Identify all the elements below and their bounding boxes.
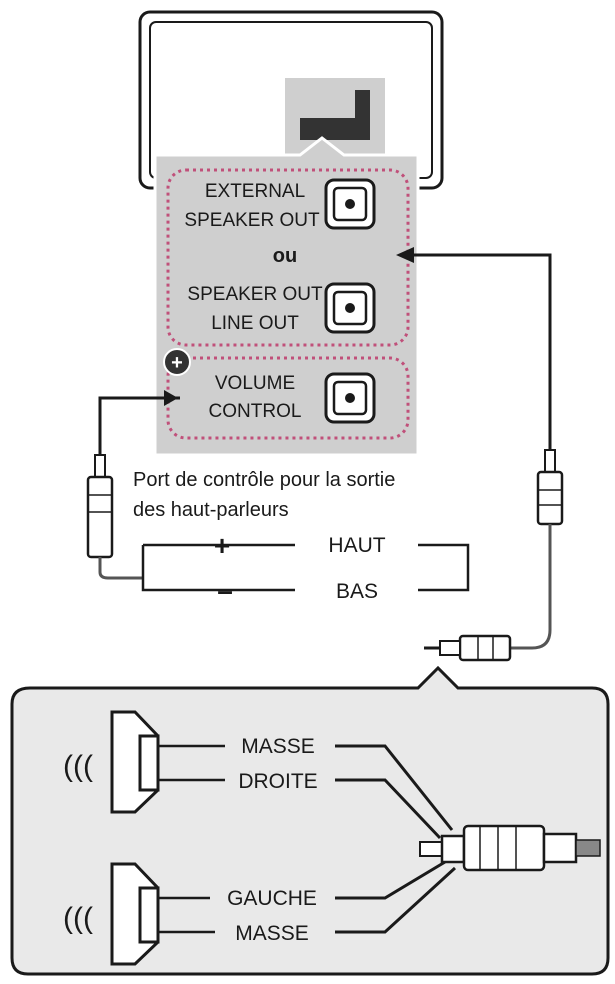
ground-bottom-label: MASSE <box>235 922 309 945</box>
speaker-wires <box>158 744 457 934</box>
control-wires <box>141 543 470 592</box>
external-label-line1: EXTERNAL <box>205 181 305 202</box>
speaker-out-label: SPEAKER OUT <box>187 284 323 305</box>
caption-line2: des haut-parleurs <box>133 499 289 521</box>
or-label: ou <box>273 245 297 267</box>
plus-sign: + <box>214 530 230 561</box>
minus-sign: – <box>217 575 233 606</box>
rca-jack-icon <box>324 282 376 334</box>
right-label: DROITE <box>238 770 317 793</box>
sound-wave-icon: ((( <box>63 902 93 935</box>
speaker-icon <box>110 862 160 966</box>
up-label: HAUT <box>328 534 385 557</box>
volume-label: VOLUME <box>215 373 295 394</box>
sound-wave-icon: ((( <box>63 750 93 783</box>
plus-badge-icon: + <box>163 348 191 376</box>
left-label: GAUCHE <box>227 887 317 910</box>
down-label: BAS <box>336 580 378 603</box>
head-unit-icon <box>138 10 444 190</box>
rca-jack-icon <box>324 178 376 230</box>
control-label: CONTROL <box>209 401 302 422</box>
speaker-wiring-box <box>10 665 610 976</box>
volume-group-outline <box>166 356 410 440</box>
stereo-plug-icon <box>419 824 601 872</box>
caption-line1: Port de contrôle pour la sortie <box>133 469 395 491</box>
svg-text:+: + <box>171 352 183 374</box>
rca-jack-icon <box>324 372 376 424</box>
control-cable <box>86 390 180 580</box>
line-out-label: LINE OUT <box>211 313 299 334</box>
ground-top-label: MASSE <box>241 735 315 758</box>
speaker-icon <box>110 710 160 814</box>
output-cable <box>396 247 564 662</box>
external-label-line2: SPEAKER OUT <box>184 210 320 231</box>
